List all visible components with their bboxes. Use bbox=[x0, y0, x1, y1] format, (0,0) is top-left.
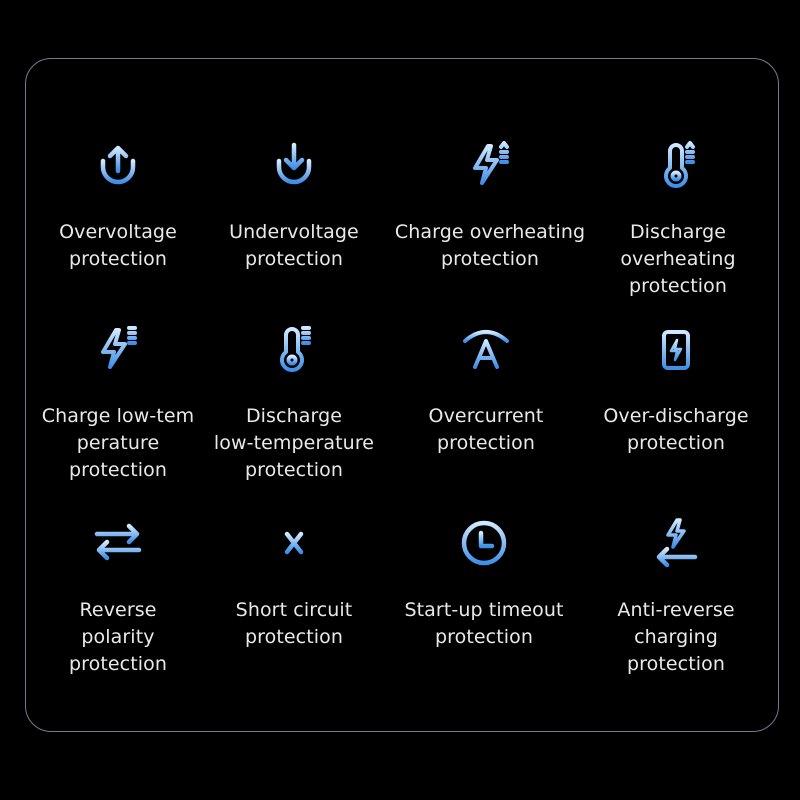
feature-short-circuit: Short circuit protection bbox=[194, 515, 394, 651]
features-grid: Overvoltage protection Undervoltage prot… bbox=[26, 59, 780, 733]
lightning-cold-icon bbox=[91, 321, 145, 375]
feature-label: Anti-reverse charging protection bbox=[617, 599, 735, 675]
feature-charge-overheating: Charge overheating protection bbox=[390, 137, 590, 273]
feature-label: Overvoltage protection bbox=[59, 221, 177, 270]
features-panel: Overvoltage protection Undervoltage prot… bbox=[25, 58, 779, 732]
feature-label: Over-discharge protection bbox=[603, 405, 749, 454]
feature-over-discharge: Over-discharge protection bbox=[576, 321, 776, 457]
feature-label: Reverse polarity protection bbox=[68, 599, 168, 675]
feature-anti-reverse-charging: Anti-reverse charging protection bbox=[576, 515, 776, 678]
short-circuit-icon bbox=[258, 515, 330, 569]
feature-label: Charge low-tem perature protection bbox=[41, 405, 195, 481]
feature-label: Start-up timeout protection bbox=[404, 599, 564, 648]
thermometer-heat-icon bbox=[651, 137, 705, 191]
feature-start-up-timeout: Start-up timeout protection bbox=[384, 515, 584, 651]
feature-label: Undervoltage protection bbox=[229, 221, 359, 270]
feature-reverse-polarity: Reverse polarity protection bbox=[18, 515, 218, 678]
feature-charge-low-temperature: Charge low-tem perature protection bbox=[18, 321, 218, 484]
arrow-down-u-icon bbox=[267, 137, 321, 191]
clock-icon bbox=[457, 515, 511, 569]
arrow-up-u-icon bbox=[91, 137, 145, 191]
feature-label: Short circuit protection bbox=[235, 599, 353, 648]
thermometer-cold-icon bbox=[267, 321, 321, 375]
lightning-heat-icon bbox=[463, 137, 517, 191]
battery-bolt-icon bbox=[649, 321, 703, 375]
feature-label: Discharge low-temperature protection bbox=[213, 405, 375, 481]
feature-label: Overcurrent protection bbox=[428, 405, 544, 454]
lightning-arrow-left-icon bbox=[649, 515, 703, 569]
overcurrent-icon bbox=[459, 321, 513, 375]
feature-discharge-overheating: Discharge overheating protection bbox=[578, 137, 778, 300]
feature-undervoltage: Undervoltage protection bbox=[194, 137, 394, 273]
feature-discharge-low-temperature: Discharge low-temperature protection bbox=[194, 321, 394, 484]
feature-overvoltage: Overvoltage protection bbox=[18, 137, 218, 273]
feature-label: Charge overheating protection bbox=[394, 221, 586, 270]
feature-label: Discharge overheating protection bbox=[620, 221, 736, 297]
feature-overcurrent: Overcurrent protection bbox=[386, 321, 586, 457]
reverse-arrows-icon bbox=[91, 515, 145, 569]
